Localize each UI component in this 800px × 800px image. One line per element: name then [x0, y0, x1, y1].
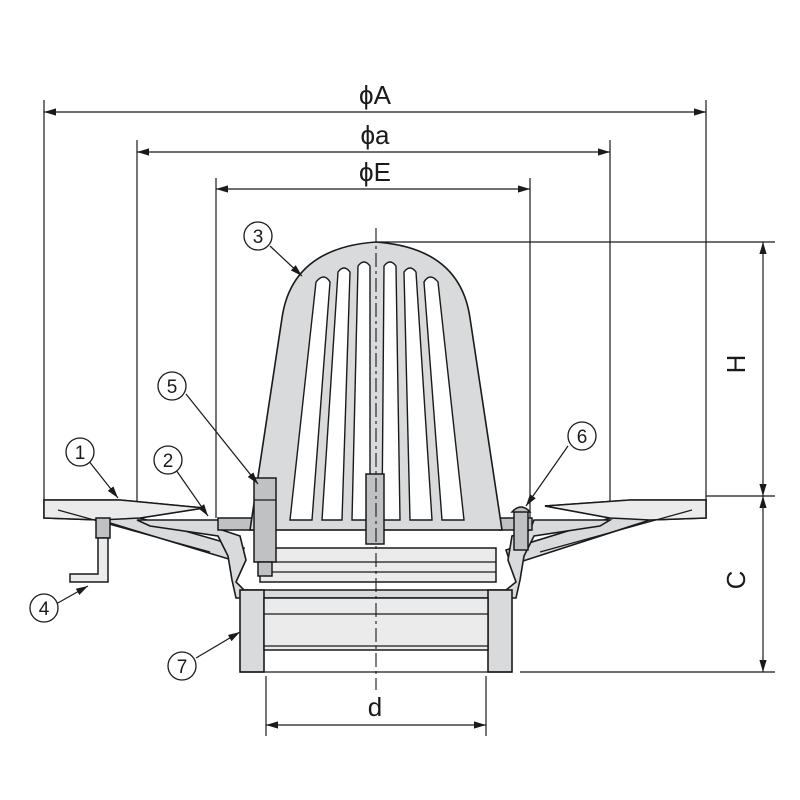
part-2-body — [136, 517, 613, 599]
part-5-bolt — [253, 477, 277, 577]
extension-lines — [43, 100, 775, 736]
callout-6-label: 6 — [577, 427, 588, 448]
dim-label-C: C — [721, 571, 751, 590]
callout-6: 6 — [567, 421, 597, 451]
callout-7-label: 7 — [177, 657, 188, 678]
dim-label-phiE: ϕE — [359, 157, 391, 187]
callout-5: 5 — [157, 371, 187, 401]
callout-7: 7 — [167, 651, 197, 681]
part-6-fastener — [510, 506, 532, 551]
leader-lines — [55, 245, 569, 659]
callout-1-label: 1 — [75, 443, 86, 464]
callout-4-label: 4 — [39, 599, 50, 620]
callout-3-label: 3 — [253, 227, 264, 248]
dimension-lines — [44, 108, 767, 729]
callout-2: 2 — [153, 445, 183, 475]
part-4-hook — [69, 517, 111, 583]
callout-2-label: 2 — [163, 451, 174, 472]
callout-3: 3 — [243, 221, 273, 251]
dim-label-phiA: ϕA — [359, 80, 392, 110]
callout-4: 4 — [29, 593, 59, 623]
part-1-flange — [43, 499, 707, 563]
dim-label-H: H — [721, 355, 751, 374]
callout-5-label: 5 — [167, 377, 178, 398]
dim-label-phia: ϕa — [360, 120, 390, 150]
dim-label-d: d — [368, 692, 382, 722]
callout-1: 1 — [65, 437, 95, 467]
